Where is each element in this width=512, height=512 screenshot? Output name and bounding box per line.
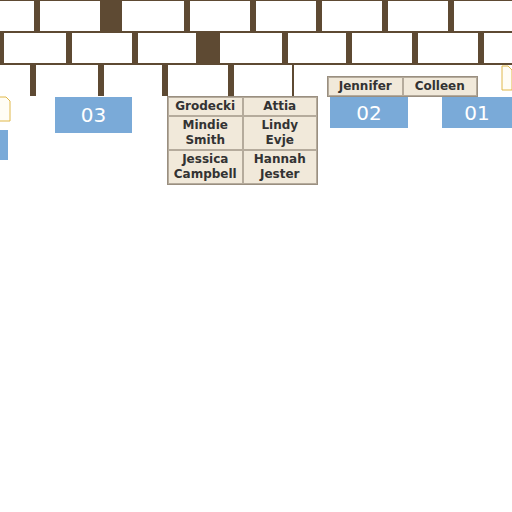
- wall-tiles: [0, 1, 512, 96]
- file-icon: [502, 66, 512, 90]
- file-icon: [0, 97, 10, 121]
- number-tag: 01: [442, 97, 512, 128]
- tag-number: 03: [81, 103, 106, 127]
- table-cell: Mindie Smith: [168, 116, 243, 150]
- table-cell: Attia: [243, 97, 318, 116]
- number-tag: 03: [55, 97, 132, 133]
- table-cell: Jessica Campbell: [168, 150, 243, 184]
- name-table: GrodeckiAttiaMindie SmithLindy EvjeJessi…: [167, 96, 318, 185]
- tag-number: 02: [356, 101, 381, 125]
- table-cell: Grodecki: [168, 97, 243, 116]
- name-table: JenniferColleen: [327, 76, 478, 97]
- brick-wall: [0, 0, 512, 96]
- tag-fragment: [0, 130, 8, 160]
- number-tag: 02: [330, 97, 408, 128]
- table-cell: Hannah Jester: [243, 150, 318, 184]
- table-cell: Lindy Evje: [243, 116, 318, 150]
- table-cell: Jennifer: [328, 77, 403, 96]
- tag-number: 01: [464, 101, 489, 125]
- table-cell: Colleen: [403, 77, 478, 96]
